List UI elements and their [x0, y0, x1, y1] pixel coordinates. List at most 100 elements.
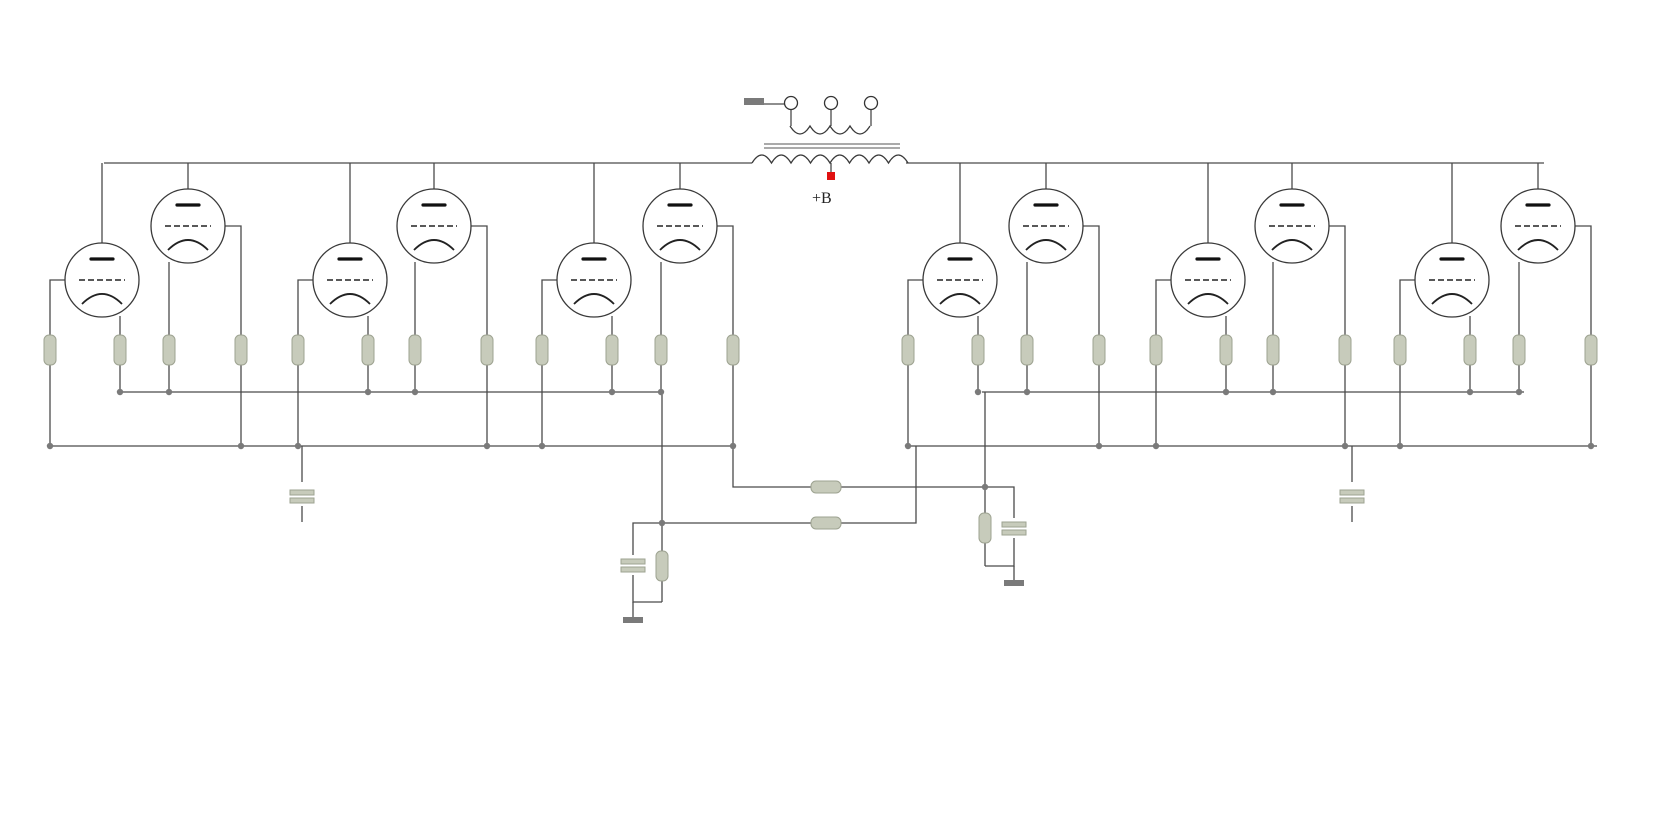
vacuum-tube [556, 242, 632, 318]
grid-lead [297, 279, 313, 335]
grid-lead [1155, 279, 1171, 335]
ground-symbol [744, 98, 764, 105]
resistor [605, 334, 619, 366]
grid-lead [1399, 279, 1415, 335]
tube-cathode [1025, 239, 1067, 251]
junction-dot [46, 442, 54, 450]
junction-dot [116, 388, 124, 396]
junction-dot [729, 442, 737, 450]
wiring [49, 103, 1597, 618]
capacitor-plate [1001, 521, 1027, 528]
junction-dot [483, 442, 491, 450]
junction-dot [1466, 388, 1474, 396]
vacuum-tube [396, 188, 472, 264]
resistor [1149, 334, 1163, 366]
junction-dot [1269, 388, 1277, 396]
vacuum-tube [1414, 242, 1490, 318]
rc-lead [632, 522, 662, 555]
junction-dot [294, 442, 302, 450]
output-terminal [783, 95, 799, 111]
grid-lead [1329, 225, 1346, 335]
tube-cathode [659, 239, 701, 251]
capacitor-plate [289, 489, 315, 496]
resistor [1092, 334, 1106, 366]
coupling-lead [732, 446, 811, 488]
tube-cathode [81, 293, 123, 305]
junction-dot [1515, 388, 1523, 396]
ground-symbol [623, 617, 643, 623]
coupling-lead [661, 392, 811, 524]
junction-dot [904, 442, 912, 450]
junction-dot [1222, 388, 1230, 396]
resistor [655, 550, 669, 582]
resistor [43, 334, 57, 366]
junction-dot [1023, 388, 1031, 396]
capacitor-plate [289, 497, 315, 504]
junction-dot [1396, 442, 1404, 450]
junction-dot [658, 519, 666, 527]
vacuum-tube [1008, 188, 1084, 264]
junction-dot [1341, 442, 1349, 450]
junction-dot [165, 388, 173, 396]
tube-cathode [1517, 239, 1559, 251]
coupling-lead [841, 392, 986, 488]
grid-lead [49, 279, 65, 335]
tube-cathode [329, 293, 371, 305]
resistor [654, 334, 668, 366]
capacitor-plate [1339, 497, 1365, 504]
output-terminal [823, 95, 839, 111]
grid-lead [471, 225, 488, 335]
junction-dot [1152, 442, 1160, 450]
resistor [234, 334, 248, 366]
resistor [726, 334, 740, 366]
transformer-primary [751, 154, 909, 165]
coupling-lead [841, 446, 917, 524]
resistor [480, 334, 494, 366]
grid-lead [541, 279, 557, 335]
transformer-secondary [789, 124, 871, 135]
capacitor-plate [1339, 489, 1365, 496]
resistor [1020, 334, 1034, 366]
resistor [1393, 334, 1407, 366]
junction-dot [974, 388, 982, 396]
tube-cathode [939, 293, 981, 305]
junction-dot [1587, 442, 1595, 450]
resistor [1584, 334, 1598, 366]
tube-cathode [1271, 239, 1313, 251]
resistor [1338, 334, 1352, 366]
tube-cathode [1187, 293, 1229, 305]
junction-dot [411, 388, 419, 396]
capacitor-plate [1001, 529, 1027, 536]
junction-dot [538, 442, 546, 450]
junction-dot [364, 388, 372, 396]
tube-cathode [167, 239, 209, 251]
grid-lead [907, 279, 923, 335]
resistor [291, 334, 305, 366]
junction-dot [1095, 442, 1103, 450]
vacuum-tube [150, 188, 226, 264]
output-transformer [751, 95, 909, 180]
resistor [113, 334, 127, 366]
vacuum-tube [1170, 242, 1246, 318]
resistor [408, 334, 422, 366]
supply-marker [827, 172, 835, 180]
resistor [1266, 334, 1280, 366]
junction-dot [237, 442, 245, 450]
tube-cathode [573, 293, 615, 305]
supply-label: +B [812, 190, 832, 207]
rc-lead [985, 486, 1015, 518]
resistor [810, 480, 842, 494]
resistor [971, 334, 985, 366]
output-terminal [863, 95, 879, 111]
tube-cathode [1431, 293, 1473, 305]
junction-dot [657, 388, 665, 396]
tube-cathode [413, 239, 455, 251]
vacuum-tube [922, 242, 998, 318]
grid-lead [717, 225, 734, 335]
components [43, 98, 1598, 623]
grid-lead [1575, 225, 1592, 335]
vacuum-tube [1254, 188, 1330, 264]
capacitor-plate [620, 566, 646, 573]
ground-symbol [1004, 580, 1024, 586]
